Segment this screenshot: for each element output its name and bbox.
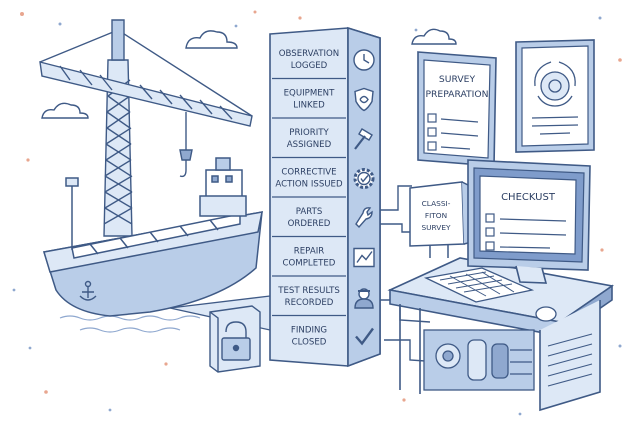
status-steps: ObservationLoggedEquipmentLinkedPriority…: [272, 49, 375, 348]
water: [59, 315, 201, 333]
shield-link-icon: [354, 87, 374, 112]
sparkles: [20, 10, 622, 402]
cloud-icon-3: [411, 28, 457, 45]
step-label-line2: Ordered: [288, 219, 331, 229]
step-label-line1: Corrective: [281, 168, 336, 178]
sign-line3: Survey: [421, 223, 451, 232]
step-label-line2: Recorded: [285, 298, 334, 308]
survey-preparation-board: [417, 51, 497, 167]
checkmark-icon: [355, 327, 374, 346]
cloud-icon: [185, 30, 238, 49]
monitor: [467, 159, 591, 284]
classification-sign: [409, 181, 473, 258]
machinery: [423, 329, 535, 391]
step-label-line1: Parts: [296, 207, 323, 217]
keyboard-icon: [423, 267, 535, 303]
step-label-line1: Equipment: [284, 89, 335, 99]
hammer-icon: [354, 128, 373, 150]
monitor-title: Checkust: [501, 192, 556, 203]
step-label-line2: Logged: [291, 61, 328, 71]
sign-line2: fiton: [425, 211, 447, 220]
inspector-icon: [354, 288, 374, 309]
ship-icon: [43, 157, 263, 317]
wrench-icon: [355, 207, 373, 229]
step-label-line1: Observation: [279, 49, 339, 59]
mouse-icon: [535, 306, 557, 322]
sign-line1: Classi-: [422, 199, 451, 208]
survey-board-line2: Preparation: [426, 89, 489, 100]
chart-check-icon: [353, 247, 375, 268]
certificate-seal-icon: [534, 61, 576, 107]
step-label-line2: Linked: [293, 101, 325, 111]
step-label-line1: Repair: [294, 247, 324, 257]
step-label-line1: Finding: [291, 326, 327, 336]
step-label-line2: Assigned: [287, 140, 332, 150]
crane-icon: [39, 19, 253, 237]
step-label-line2: Closed: [292, 338, 327, 348]
gear-check-icon: [353, 168, 375, 189]
padlock-box: [209, 305, 261, 373]
step-label-line2: Action Issued: [275, 180, 343, 190]
padlock-icon: [225, 321, 247, 340]
anchor-icon: [79, 280, 97, 301]
clock-icon: [353, 49, 375, 71]
sparkle-dots: [12, 16, 622, 416]
cloud-icon-2: [41, 102, 89, 119]
certificate: [515, 39, 595, 153]
survey-board-line1: Survey: [439, 74, 476, 85]
step-label-line2: Completed: [283, 259, 336, 269]
step-label-line1: Priority: [289, 128, 329, 138]
step-label-line1: Test Results: [277, 286, 340, 296]
